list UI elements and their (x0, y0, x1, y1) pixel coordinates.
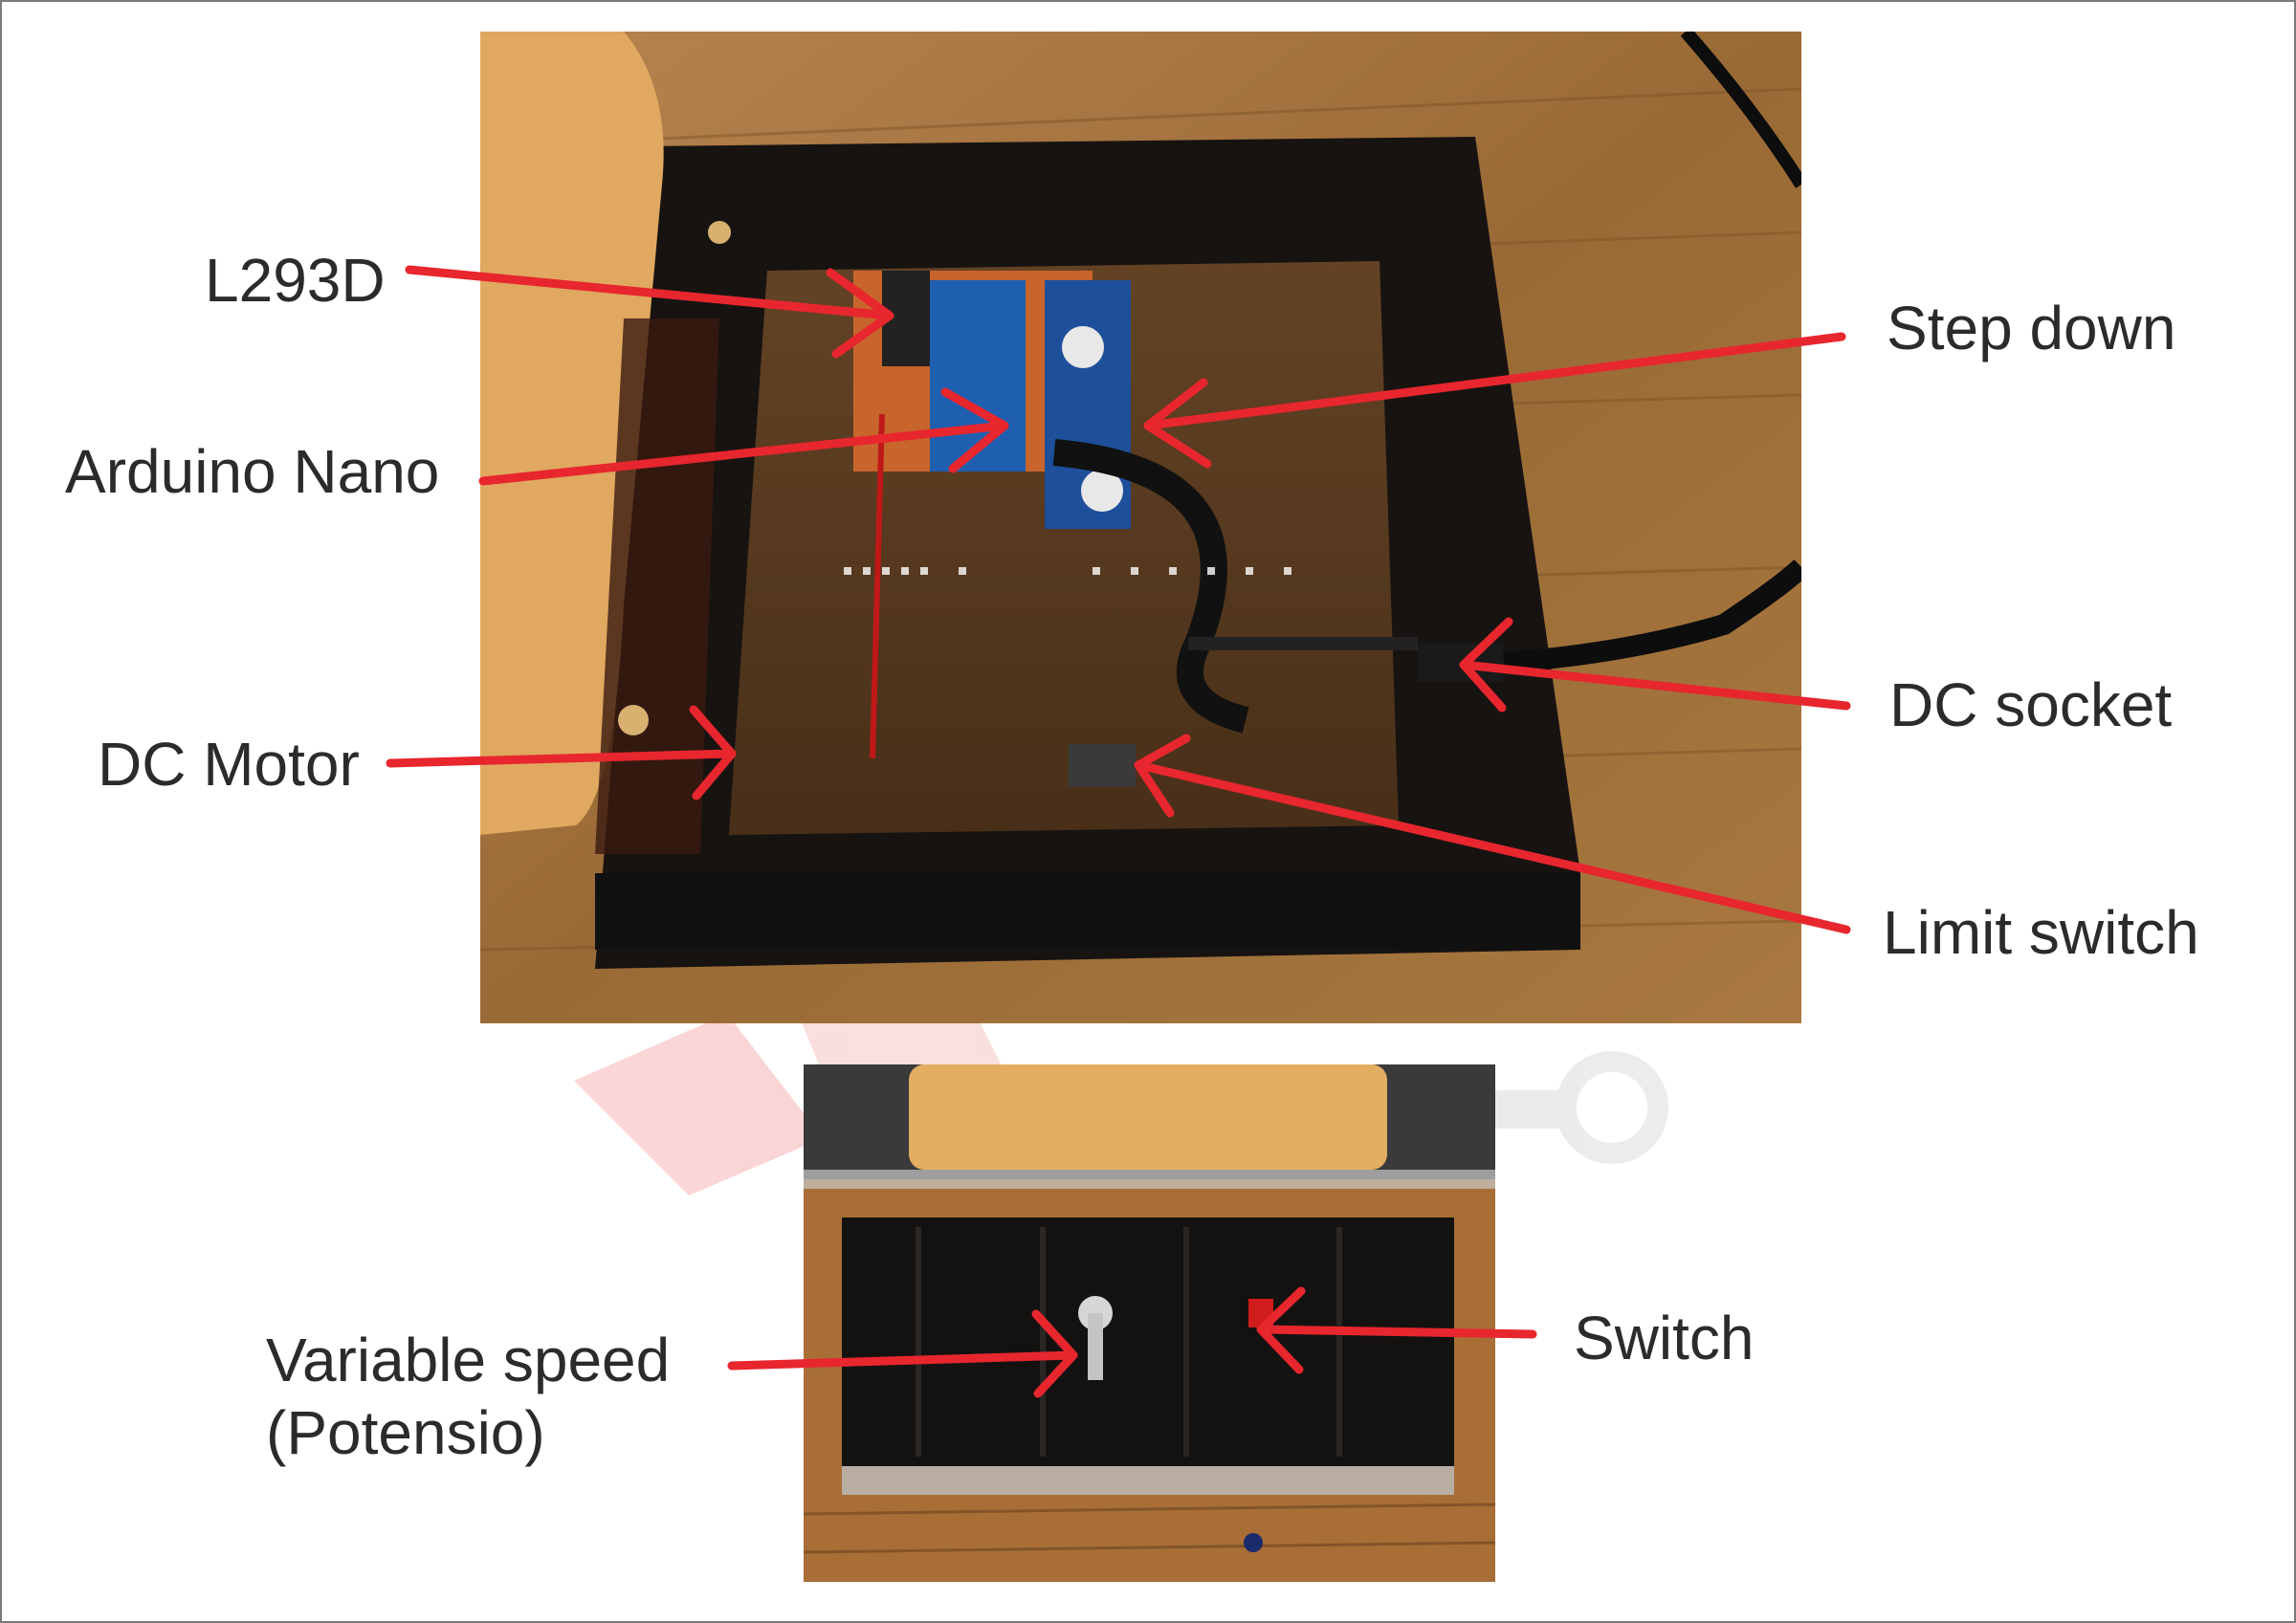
label-switch: Switch (1574, 1304, 1755, 1372)
top-photo (480, 32, 1801, 1023)
label-l293d: L293D (205, 246, 386, 315)
label-variable-speed-line2: (Potensio) (266, 1397, 545, 1467)
label-dc-socket: DC socket (1889, 670, 2173, 739)
label-dc-motor: DC Motor (98, 730, 360, 799)
label-step-down: Step down (1887, 294, 2176, 362)
bottom-photo (804, 1064, 1495, 1582)
label-limit-switch: Limit switch (1883, 898, 2199, 967)
label-arduino-nano: Arduino Nano (65, 437, 440, 506)
label-variable-speed-line1: Variable speed (266, 1326, 671, 1394)
label-variable-speed: Variable speed (Potensio) (266, 1325, 670, 1469)
